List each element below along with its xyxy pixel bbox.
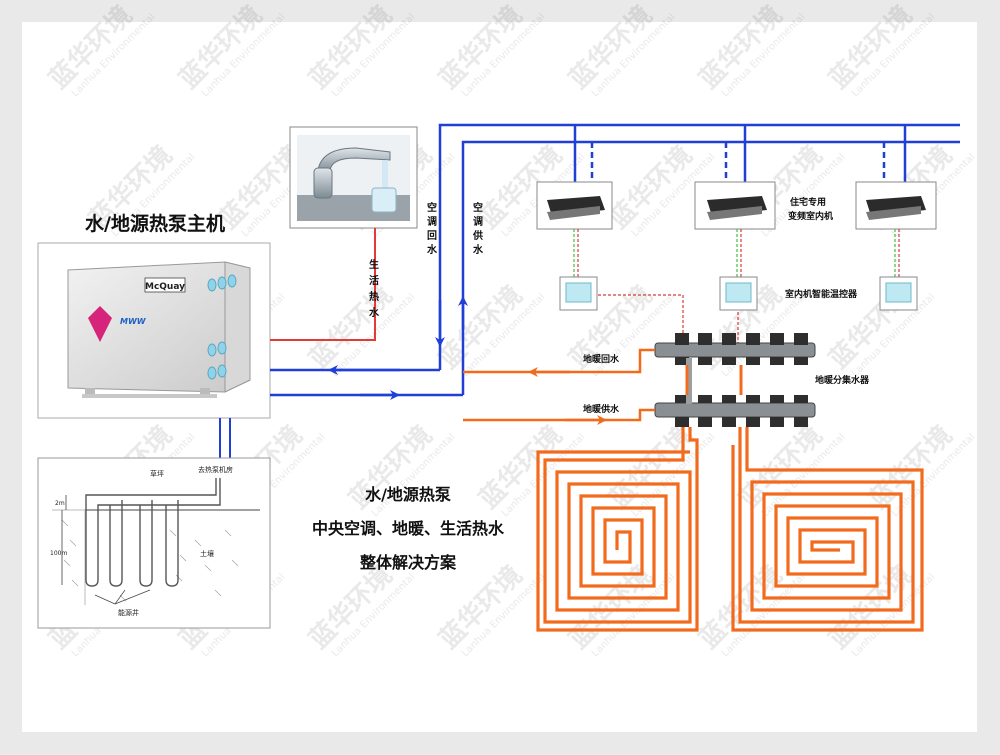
brand-logo: McQuay: [145, 282, 185, 292]
thermostat-1: [559, 276, 598, 311]
unit-return-dashes: [590, 142, 886, 182]
label-residential-unit-1: 住宅专用: [790, 196, 826, 208]
label-ac-return-3: 回: [427, 230, 437, 242]
well-label-2m: 2m: [55, 500, 65, 507]
floor-heating-coil-right: [731, 427, 924, 632]
well-label-soil: 土壤: [200, 549, 214, 558]
floor-heating-supply-pipe: [463, 408, 655, 422]
label-ac-supply-2: 调: [473, 215, 483, 228]
label-ac-supply-4: 水: [472, 243, 484, 256]
indoor-unit-3: [855, 181, 937, 230]
solution-line-2: 中央空调、地暖、生活热水: [312, 519, 505, 538]
well-label-lawn: 草坪: [150, 469, 164, 478]
label-ac-supply-1: 空: [473, 201, 483, 214]
label-manifold: 地暖分集水器: [815, 374, 870, 386]
label-thermostat: 室内机智能温控器: [785, 288, 858, 300]
label-floor-return: 地暖回水: [583, 353, 620, 365]
badge-icon: [88, 306, 112, 342]
label-hot-water-4: 水: [368, 306, 380, 319]
domestic-hot-water-pipe: [270, 228, 376, 341]
well-label-100m: 100m: [50, 550, 67, 557]
heat-pump-unit: McQuay MWW: [67, 261, 251, 398]
model-badge: MWW: [120, 317, 147, 326]
unit-branch-pipes: [573, 125, 907, 182]
well-label-energy-well: 能源井: [118, 608, 139, 617]
well-label-machine-room: 去热泵机房: [198, 465, 233, 474]
thermostat-3: [879, 276, 918, 311]
label-ac-return-4: 水: [426, 243, 438, 256]
label-hot-water-3: 热: [369, 290, 379, 303]
label-hot-water-1: 生: [369, 258, 379, 271]
label-hot-water-2: 活: [369, 274, 379, 287]
indoor-unit-2: [694, 181, 776, 230]
label-ac-return-1: 空: [427, 201, 437, 214]
indoor-unit-1: [536, 181, 613, 230]
solution-line-1: 水/地源热泵: [365, 485, 451, 504]
solution-line-3: 整体解决方案: [359, 553, 457, 572]
label-ac-return-2: 调: [427, 215, 437, 228]
label-ac-supply-3: 供: [472, 229, 483, 242]
brand-logo-box: [144, 277, 186, 293]
well-diagram: [52, 478, 260, 605]
well-diagram-frame: [37, 457, 271, 629]
floor-heating-coil-left: [536, 427, 699, 632]
thermostat-wires: [573, 229, 900, 345]
manifold: [654, 333, 816, 427]
faucet-icon: [297, 135, 410, 221]
ground-loop-pipe: [219, 418, 231, 458]
label-floor-supply: 地暖供水: [583, 403, 620, 415]
floor-heating-risers: [685, 365, 743, 395]
main-title: 水/地源热泵主机: [85, 212, 225, 235]
label-residential-unit-2: 变频室内机: [788, 210, 833, 222]
thermostat-2: [719, 276, 758, 311]
